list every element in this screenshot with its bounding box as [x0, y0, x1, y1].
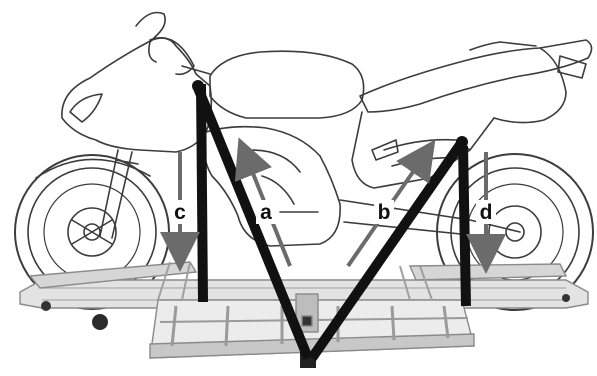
strap-labels: c a b d	[170, 200, 496, 224]
frame-knob-left	[92, 314, 108, 330]
wheel-ramp-rear	[410, 264, 566, 280]
front-fairing	[62, 38, 211, 152]
label-b: b	[378, 201, 391, 224]
label-d: d	[480, 201, 493, 224]
windscreen	[150, 38, 194, 75]
fuel-tank	[210, 51, 364, 118]
hitch-bolt	[302, 316, 312, 326]
label-c: c	[174, 201, 186, 224]
frame-bolt-right	[562, 294, 570, 302]
strap-hook-front	[192, 80, 204, 92]
strap-d	[463, 146, 466, 306]
label-a: a	[260, 201, 272, 224]
strap-c	[201, 84, 203, 302]
headlight	[70, 94, 102, 122]
seat	[360, 40, 592, 112]
frame-bolt-left	[41, 301, 51, 311]
strap-hook-rear	[456, 136, 468, 148]
tail-cowl	[470, 42, 566, 123]
